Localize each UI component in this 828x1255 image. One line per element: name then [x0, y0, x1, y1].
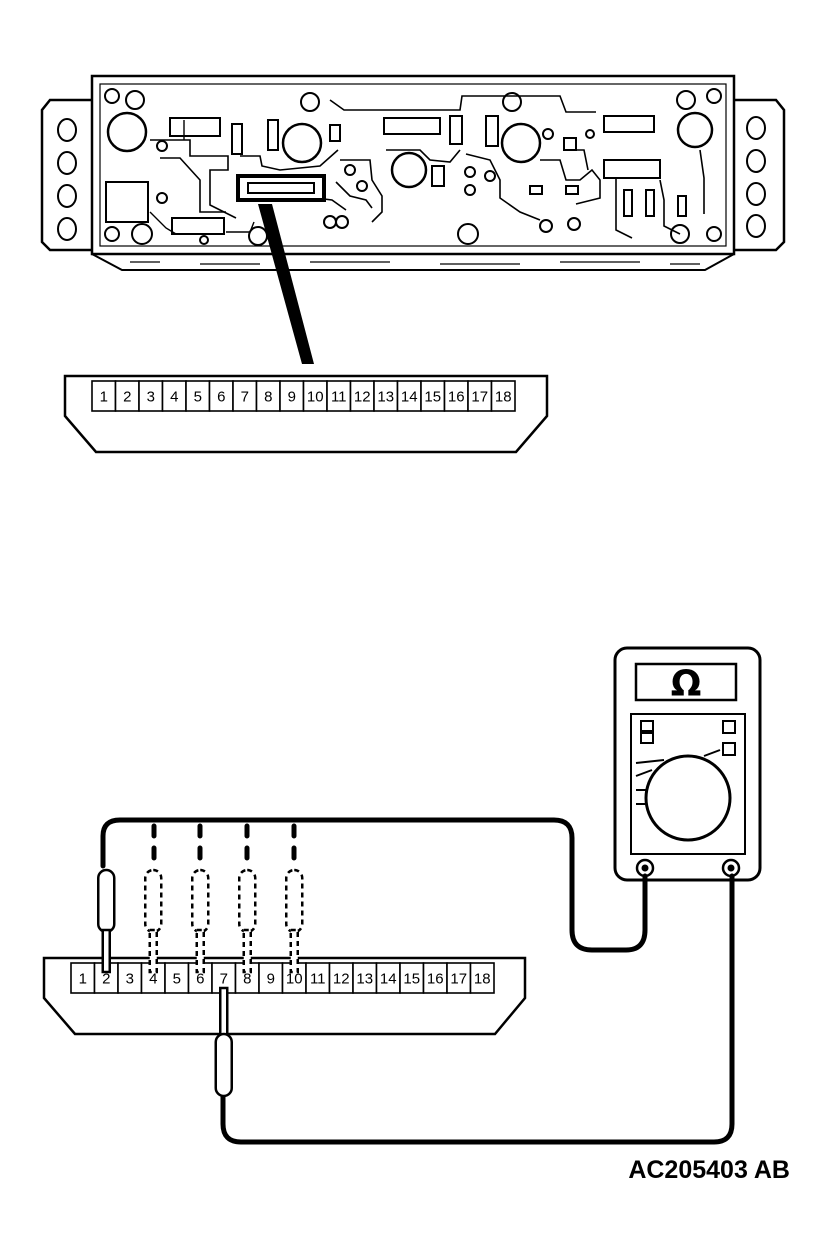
pin-top-label-17: 17 — [471, 389, 488, 406]
pin-top-label-15: 15 — [424, 389, 441, 406]
ohmmeter: Ω — [613, 646, 762, 882]
pin-top-label-16: 16 — [448, 389, 465, 406]
selector-knob — [644, 754, 732, 842]
pin-top-label-13: 13 — [377, 389, 394, 406]
probe-pin-2 — [97, 868, 116, 974]
board-connector — [236, 174, 326, 202]
pin-top-label-3: 3 — [147, 389, 155, 406]
pin-bottom-label-15: 15 — [403, 971, 420, 988]
pin-bottom-label-10: 10 — [286, 971, 303, 988]
pin-top-label-5: 5 — [194, 389, 202, 406]
lead-wire-2 — [220, 873, 735, 1145]
pin-bottom-label-2: 2 — [102, 971, 110, 988]
pin-bottom-label-9: 9 — [267, 971, 275, 988]
pin-bottom-label-8: 8 — [243, 971, 251, 988]
pin-top-label-4: 4 — [170, 389, 178, 406]
pin-bottom-label-17: 17 — [450, 971, 467, 988]
circuit-board — [40, 74, 786, 271]
ohm-symbol: Ω — [671, 664, 702, 705]
pin-top-label-14: 14 — [401, 389, 418, 406]
pin-top-label-18: 18 — [495, 389, 512, 406]
pin-bottom-label-14: 14 — [380, 971, 397, 988]
connector-leader — [258, 204, 314, 364]
pin-bottom-label-13: 13 — [356, 971, 373, 988]
probe-dashed-pin-4 — [144, 868, 163, 974]
probe-dashed-pin-6 — [191, 868, 210, 974]
pin-top-label-11: 11 — [331, 389, 347, 406]
lead-wire-1 — [100, 817, 648, 953]
pin-top-cell-18 — [490, 380, 516, 412]
pin-bottom-label-16: 16 — [427, 971, 444, 988]
probe-dashed-pin-8 — [238, 868, 257, 974]
pin-bottom-label-1: 1 — [79, 971, 87, 988]
pin-top-label-1: 1 — [100, 389, 108, 406]
meter-display — [634, 662, 738, 702]
pin-bottom-cell-18 — [469, 962, 495, 994]
pin-bottom-label-7: 7 — [220, 971, 228, 988]
pin-top-label-6: 6 — [217, 389, 225, 406]
pin-bottom-label-6: 6 — [196, 971, 204, 988]
pin-bottom-label-11: 11 — [310, 971, 326, 988]
pin-top-label-2: 2 — [123, 389, 131, 406]
pin-top-label-10: 10 — [307, 389, 324, 406]
pin-bottom-label-5: 5 — [173, 971, 181, 988]
pin-bottom-label-3: 3 — [126, 971, 134, 988]
pin-bottom-label-4: 4 — [149, 971, 157, 988]
probe-pin-7 — [214, 986, 233, 1098]
pin-bottom-label-18: 18 — [474, 971, 491, 988]
probes — [97, 868, 304, 1098]
pin-top-label-7: 7 — [241, 389, 249, 406]
figure-id: AC205403 AB — [628, 1156, 790, 1184]
test-leads — [100, 817, 735, 1145]
pin-top-label-12: 12 — [354, 389, 371, 406]
probe-dashed-pin-10 — [285, 868, 304, 974]
pin-top-label-9: 9 — [288, 389, 296, 406]
pin-bottom-label-12: 12 — [333, 971, 350, 988]
pin-top-label-8: 8 — [264, 389, 272, 406]
